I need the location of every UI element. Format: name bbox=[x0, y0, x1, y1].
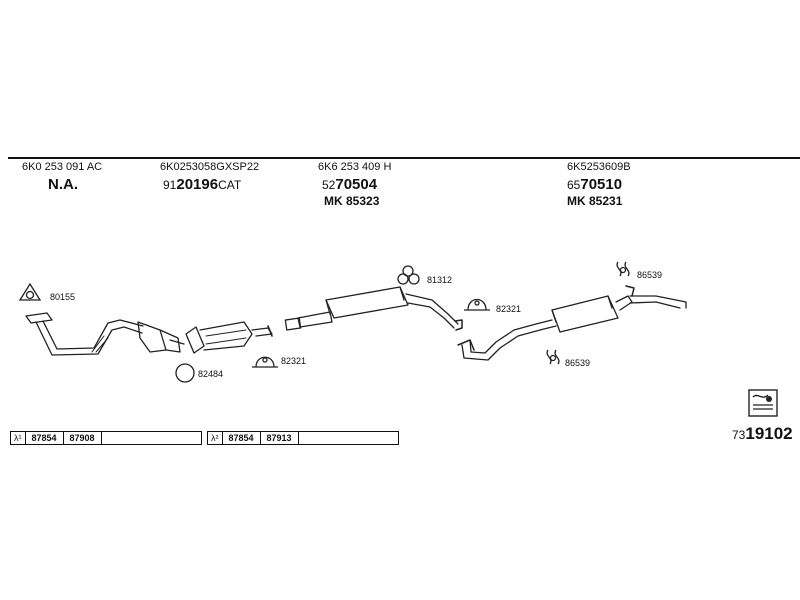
front-pipe-joint bbox=[137, 321, 167, 353]
lambda-part-b: 87913 bbox=[261, 432, 299, 444]
lambda-symbol: λ¹ bbox=[11, 432, 26, 444]
lambda-part-a: 87854 bbox=[223, 432, 261, 444]
callout-label: 82321 bbox=[496, 304, 522, 314]
part-main-number: 5270504 bbox=[322, 176, 391, 193]
catalog-main: 19102 bbox=[745, 424, 793, 443]
lambda-sensor-box-2: λ² 87854 87913 bbox=[207, 431, 399, 445]
part-main-number: N.A. bbox=[48, 176, 78, 193]
clamp-icon bbox=[252, 356, 278, 368]
callout-label: 80155 bbox=[50, 292, 76, 302]
header-col-catalyst: 6K0253058GXSP22 9120196CAT bbox=[160, 161, 259, 193]
callout-label: 86539 bbox=[637, 270, 663, 280]
part-prefix: 52 bbox=[322, 178, 336, 192]
callout-label: 82321 bbox=[281, 356, 307, 366]
lambda-part-a: 87854 bbox=[26, 432, 64, 444]
header-rule bbox=[8, 157, 800, 159]
catalog-prefix: 73 bbox=[732, 428, 746, 442]
header-col-rear-muffler: 6K5253609B 6570510 MK 85231 bbox=[567, 161, 631, 208]
o-ring-icon bbox=[175, 363, 195, 383]
part-number: 6K6 253 409 H bbox=[318, 161, 392, 173]
lambda-empty-cell bbox=[299, 432, 398, 444]
part-main: 20196 bbox=[176, 176, 219, 193]
callout-label: 81312 bbox=[427, 275, 453, 285]
center-muffler bbox=[284, 286, 463, 331]
lambda-symbol: λ² bbox=[208, 432, 223, 444]
callout-label: 82484 bbox=[198, 369, 224, 379]
header-col-front-pipe: 6K0 253 091 AC N.A. bbox=[22, 161, 102, 193]
clamp-icon bbox=[464, 298, 490, 311]
lambda-sensor-box-1: λ¹ 87854 87908 bbox=[10, 431, 202, 445]
mk-kit-number: MK 85231 bbox=[567, 194, 623, 208]
rear-pipe-and-muffler bbox=[457, 285, 687, 361]
header-col-center-muffler: 6K6 253 409 H 5270504 MK 85323 bbox=[318, 161, 391, 208]
mk-kit-number: MK 85323 bbox=[324, 194, 380, 208]
part-main: 70510 bbox=[580, 176, 623, 193]
hanger-icon bbox=[546, 349, 560, 365]
part-main-number: 6570510 bbox=[567, 176, 631, 193]
part-main-number: 9120196CAT bbox=[163, 176, 259, 193]
lambda-part-b: 87908 bbox=[64, 432, 102, 444]
manual-book-icon bbox=[748, 389, 778, 417]
catalytic-converter bbox=[185, 321, 273, 354]
hanger-icon bbox=[616, 261, 630, 277]
part-suffix: CAT bbox=[218, 178, 242, 192]
part-number: 6K5253609B bbox=[567, 161, 631, 173]
callout-label: 86539 bbox=[565, 358, 591, 368]
lambda-empty-cell bbox=[102, 432, 201, 444]
catalog-number: 7319102 bbox=[732, 424, 793, 444]
front-pipe-flange bbox=[25, 312, 53, 324]
part-prefix: 91 bbox=[163, 178, 177, 192]
hanger-icon bbox=[397, 265, 420, 285]
part-main: 70504 bbox=[335, 176, 378, 193]
part-prefix: 65 bbox=[567, 178, 581, 192]
part-number: 6K0 253 091 AC bbox=[22, 161, 103, 173]
part-number: 6K0253058GXSP22 bbox=[160, 161, 260, 173]
gasket-icon bbox=[18, 282, 42, 301]
front-pipe bbox=[25, 312, 185, 356]
